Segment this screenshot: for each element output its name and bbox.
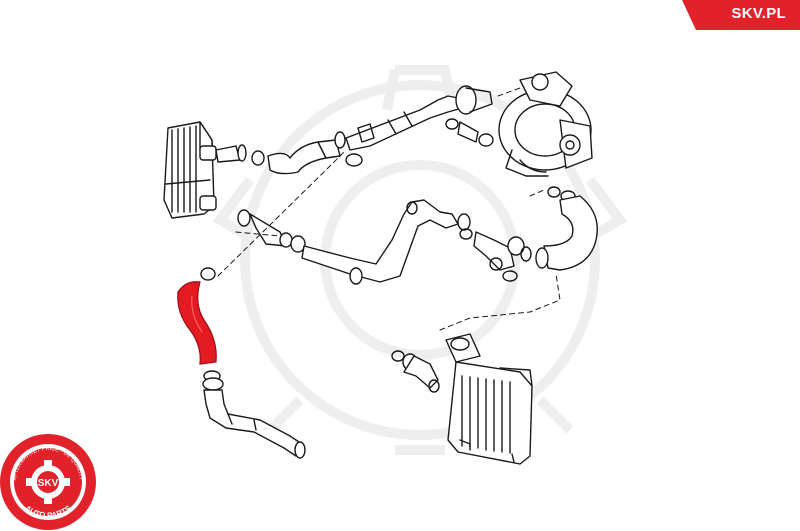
lower-left-pipe (202, 370, 306, 459)
hose-clamps-upper (445, 118, 576, 202)
watermark-gear (212, 65, 628, 455)
highlighted-red-hose (177, 267, 217, 365)
skv-logo: SKV AFTERMARKET PRICE · OE QUALITY AUTO … (0, 434, 96, 530)
upper-pipe-assembly (215, 85, 493, 175)
brand-badge (682, 0, 800, 30)
intercooler-left (163, 121, 217, 219)
turbocharger (498, 71, 593, 177)
bent-hose-right (535, 195, 598, 271)
middle-pipe-assembly (237, 199, 532, 285)
routing-dashed-lines (217, 87, 561, 331)
brand-name: SKV.PL (731, 5, 786, 22)
intercooler-right (445, 333, 533, 465)
small-hose-lower (391, 350, 440, 393)
logo-center-text: SKV (38, 478, 59, 489)
